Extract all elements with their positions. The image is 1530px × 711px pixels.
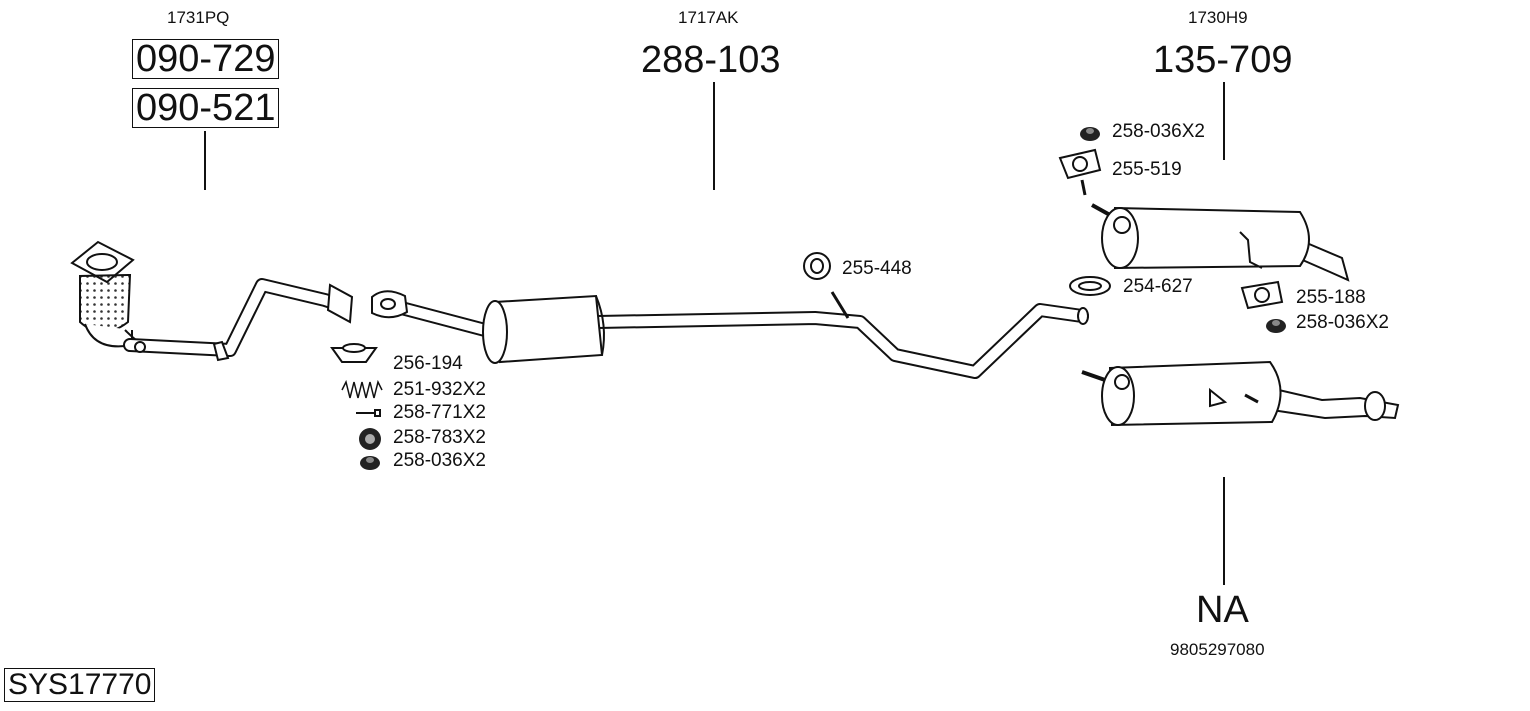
accessory-label: 254-627 — [1123, 276, 1193, 297]
accessory-label: 258-771X2 — [393, 402, 486, 423]
rear-muffler-alt — [1081, 360, 1400, 427]
spring-icon — [341, 379, 383, 399]
middle-pipe-flange-hole — [380, 298, 396, 310]
oe-number-middle: 1717AK — [678, 8, 739, 27]
part-number-na: NA — [1196, 589, 1249, 631]
gasket-icon — [330, 343, 378, 363]
middle-pipe-hanger-pin — [830, 291, 850, 319]
accessory-label: 258-783X2 — [393, 427, 486, 448]
part-number-rear: 135-709 — [1153, 39, 1293, 81]
washer-icon — [359, 428, 381, 450]
accessory-label: 255-448 — [842, 258, 912, 279]
nut-icon — [1080, 127, 1100, 141]
accessory-label: 256-194 — [393, 353, 463, 374]
rubber-mount-icon — [1240, 280, 1284, 310]
nut-icon — [360, 456, 380, 470]
rear-muffler — [1091, 203, 1350, 282]
clamp-icon — [1069, 276, 1111, 296]
accessory-label: 258-036X2 — [393, 450, 486, 471]
oe-number-catalyst: 1731PQ — [167, 8, 230, 27]
oe-number-na: 9805297080 — [1170, 640, 1265, 659]
accessory-label: 251-932X2 — [393, 379, 486, 400]
front-pipe-flange — [326, 283, 354, 324]
front-pipe-bracket — [212, 340, 230, 362]
accessory-label: 255-188 — [1296, 287, 1366, 308]
front-pipe-sensor — [134, 341, 146, 353]
part-number-catalyst-2: 090-521 — [132, 88, 280, 128]
system-id: SYS17770 — [4, 668, 156, 702]
accessory-label: 258-036X2 — [1296, 312, 1389, 333]
part-number-catalyst-1: 090-729 — [132, 39, 280, 79]
rubber-mount-icon — [803, 252, 831, 280]
middle-pipe-end — [1077, 307, 1089, 325]
middle-muffler — [482, 294, 605, 364]
front-pipe — [123, 278, 347, 357]
part-number-middle: 288-103 — [641, 39, 781, 81]
accessory-label: 258-036X2 — [1112, 121, 1205, 142]
rubber-mount-icon — [1058, 148, 1102, 196]
oe-number-rear: 1730H9 — [1188, 8, 1248, 27]
accessory-label: 255-519 — [1112, 159, 1182, 180]
bolt-icon — [356, 409, 381, 417]
catalytic-converter — [70, 240, 151, 349]
nut-icon — [1266, 319, 1286, 333]
